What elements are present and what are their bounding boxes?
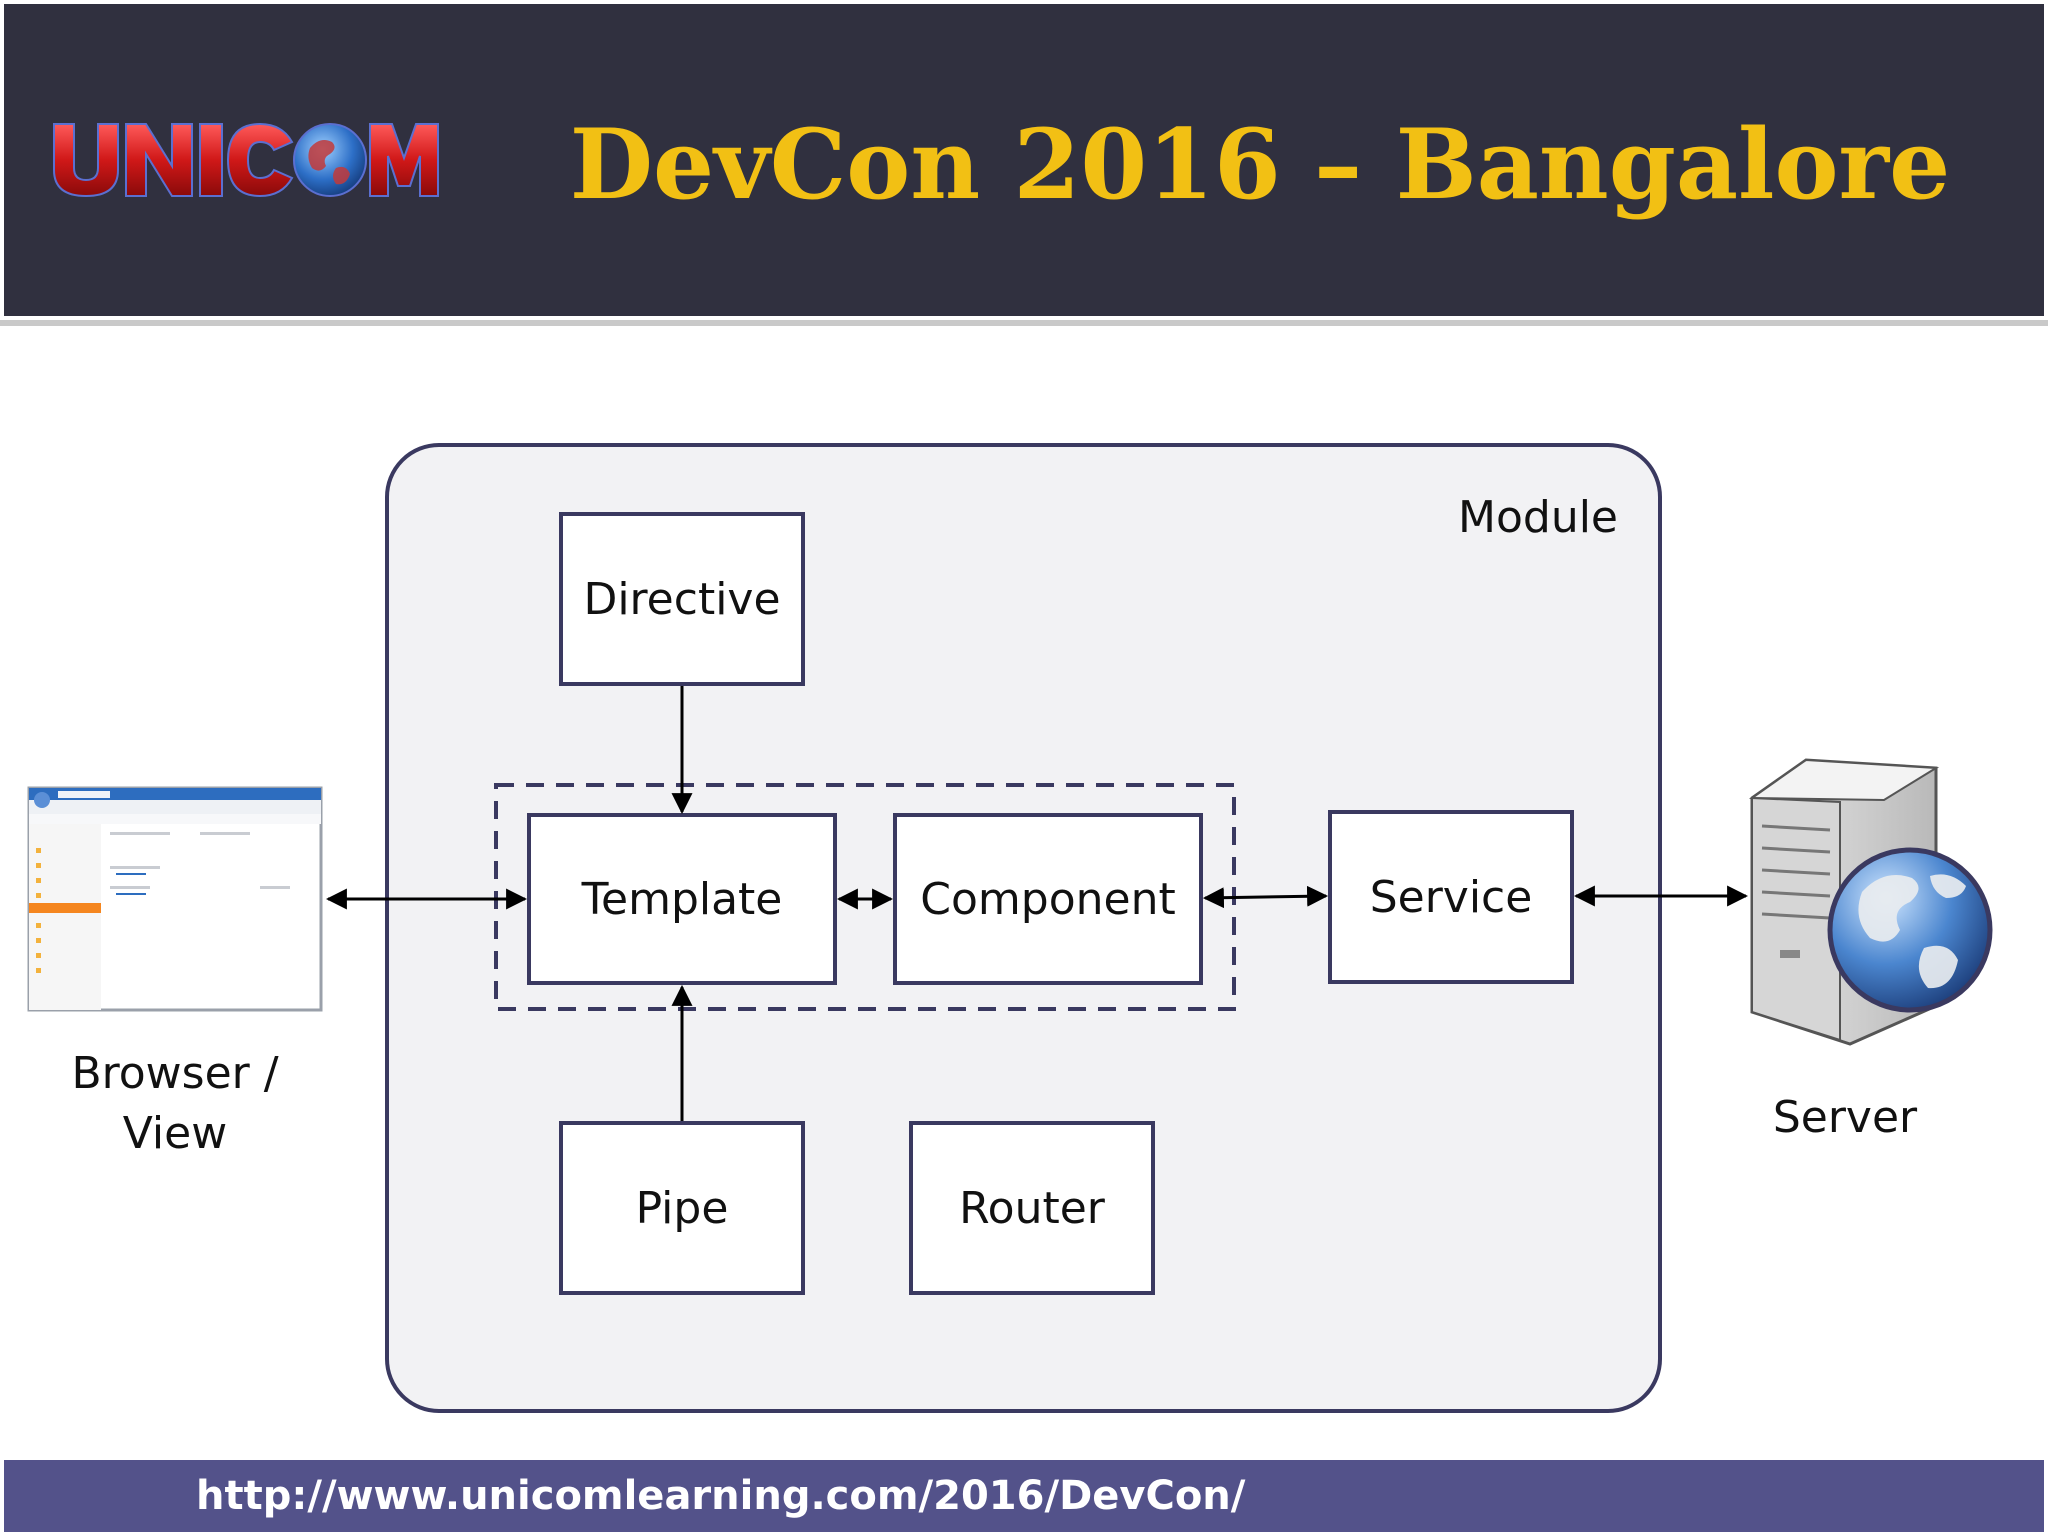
service-box	[1328, 810, 1574, 984]
directive-label: Directive	[583, 573, 781, 625]
template-label: Template	[581, 873, 783, 925]
module-label: Module	[1458, 492, 1618, 543]
slide-title: DevCon 2016 – Bangalore	[569, 108, 1951, 221]
browser-view-label: Browser / View	[40, 1044, 310, 1164]
template-box	[527, 813, 837, 985]
browser-label-line2: View	[122, 1108, 228, 1159]
server-label: Server	[1772, 1092, 1918, 1143]
pipe-label: Pipe	[635, 1182, 729, 1234]
browser-window-icon	[27, 786, 323, 1012]
pipe-box	[559, 1121, 805, 1295]
router-box	[909, 1121, 1155, 1295]
router-label: Router	[959, 1182, 1105, 1234]
browser-label-line1: Browser /	[71, 1048, 279, 1099]
directive-box	[559, 512, 805, 686]
header-divider	[0, 320, 2048, 326]
unicom-logo	[53, 122, 439, 198]
footer-url-link[interactable]: http://www.unicomlearning.com/2016/DevCo…	[196, 1473, 1246, 1519]
globe-icon	[1827, 847, 1993, 1013]
component-box	[893, 813, 1203, 985]
footer-bar	[4, 1460, 2044, 1532]
service-label: Service	[1369, 871, 1533, 923]
component-label: Component	[920, 873, 1176, 925]
arrow-component-service	[1202, 885, 1329, 909]
